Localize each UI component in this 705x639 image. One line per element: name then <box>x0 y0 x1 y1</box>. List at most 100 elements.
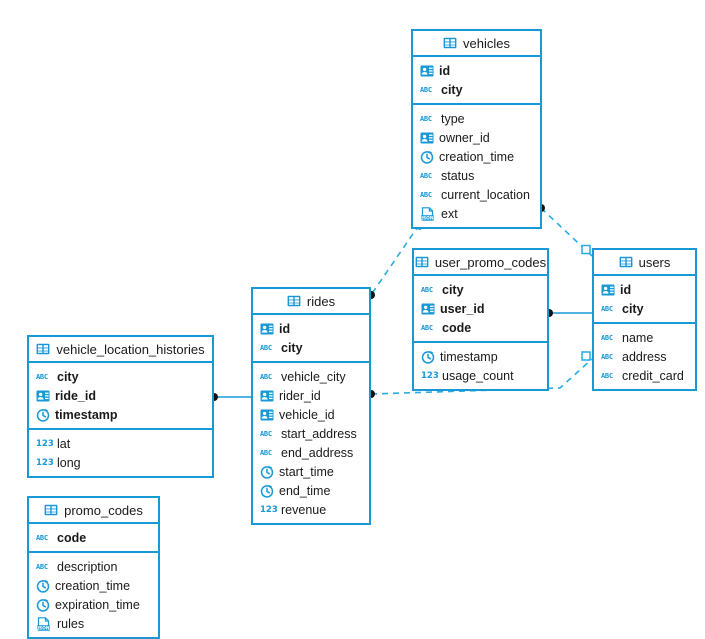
table-grid-icon <box>36 342 50 356</box>
column-name: name <box>622 330 654 345</box>
column-row[interactable]: JSON rules <box>29 614 158 633</box>
column-name: lat <box>57 436 71 451</box>
column-name: revenue <box>281 502 327 517</box>
table-header[interactable]: rides <box>253 289 369 315</box>
column-name: id <box>620 282 632 297</box>
column-row[interactable]: start_time <box>253 462 369 481</box>
number-icon: 123 <box>421 370 439 381</box>
table-title: vehicle_location_histories <box>56 341 205 357</box>
table-title: rides <box>306 293 336 309</box>
column-name: current_location <box>441 187 530 202</box>
number-icon: 123 <box>260 504 278 515</box>
column-name: code <box>57 530 87 545</box>
abc-string-icon: ABC <box>601 333 613 342</box>
column-row[interactable]: ABC name <box>594 328 695 347</box>
table-title: user_promo_codes <box>434 254 547 270</box>
column-row[interactable]: id <box>413 61 540 80</box>
table-header[interactable]: promo_codes <box>29 498 158 524</box>
column-row[interactable]: end_time <box>253 481 369 500</box>
abc-string-icon: ABC <box>601 352 613 361</box>
column-row[interactable]: user_id <box>414 299 547 318</box>
table-header[interactable]: users <box>594 250 695 276</box>
column-name: creation_time <box>55 578 131 593</box>
edge-vlh-rides[interactable] <box>210 393 251 401</box>
column-row[interactable]: rider_id <box>253 386 369 405</box>
column-row[interactable]: ABC current_location <box>413 185 540 204</box>
json-document-icon: JSON <box>420 206 436 221</box>
edge-user-promo-codes-users[interactable] <box>545 309 592 317</box>
column-name: start_address <box>281 426 357 441</box>
table-grid-icon <box>619 255 633 269</box>
table-title: promo_codes <box>64 502 143 518</box>
column-row[interactable]: creation_time <box>413 147 540 166</box>
column-row[interactable]: owner_id <box>413 128 540 147</box>
column-name: expiration_time <box>55 597 140 612</box>
column-name: rider_id <box>279 388 321 403</box>
svg-text:JSON: JSON <box>420 215 434 221</box>
abc-string-icon: ABC <box>420 190 432 199</box>
column-row[interactable]: creation_time <box>29 576 158 595</box>
column-name: usage_count <box>442 368 514 383</box>
column-row[interactable]: expiration_time <box>29 595 158 614</box>
column-name: end_time <box>279 483 331 498</box>
identity-card-icon <box>260 389 274 403</box>
column-row[interactable]: ride_id <box>29 386 212 405</box>
clock-timestamp-icon <box>36 408 50 422</box>
clock-timestamp-icon <box>420 150 434 164</box>
column-name: rules <box>57 616 85 631</box>
table-header[interactable]: user_promo_codes <box>414 250 547 276</box>
column-name: description <box>57 559 118 574</box>
json-document-icon: JSON <box>36 616 52 631</box>
number-icon: 123 <box>36 457 54 468</box>
table-header[interactable]: vehicle_location_histories <box>29 337 212 363</box>
column-name: creation_time <box>439 149 515 164</box>
table-header[interactable]: vehicles <box>413 31 540 57</box>
clock-timestamp-icon <box>260 465 274 479</box>
identity-card-icon <box>260 322 274 336</box>
column-name: timestamp <box>440 349 498 364</box>
column-row[interactable]: vehicle_id <box>253 405 369 424</box>
number-icon: 123 <box>36 438 54 449</box>
table-grid-icon <box>415 255 429 269</box>
column-row[interactable]: id <box>253 319 369 338</box>
column-row[interactable]: ABC start_address <box>253 424 369 443</box>
column-row[interactable]: timestamp <box>29 405 212 424</box>
abc-string-icon: ABC <box>260 429 272 438</box>
column-row[interactable]: timestamp <box>414 347 547 366</box>
table-title: users <box>638 254 671 270</box>
column-row[interactable]: id <box>594 280 695 299</box>
abc-string-icon: ABC <box>36 372 48 381</box>
abc-string-icon: ABC <box>260 448 272 457</box>
abc-string-icon: ABC <box>260 372 272 381</box>
